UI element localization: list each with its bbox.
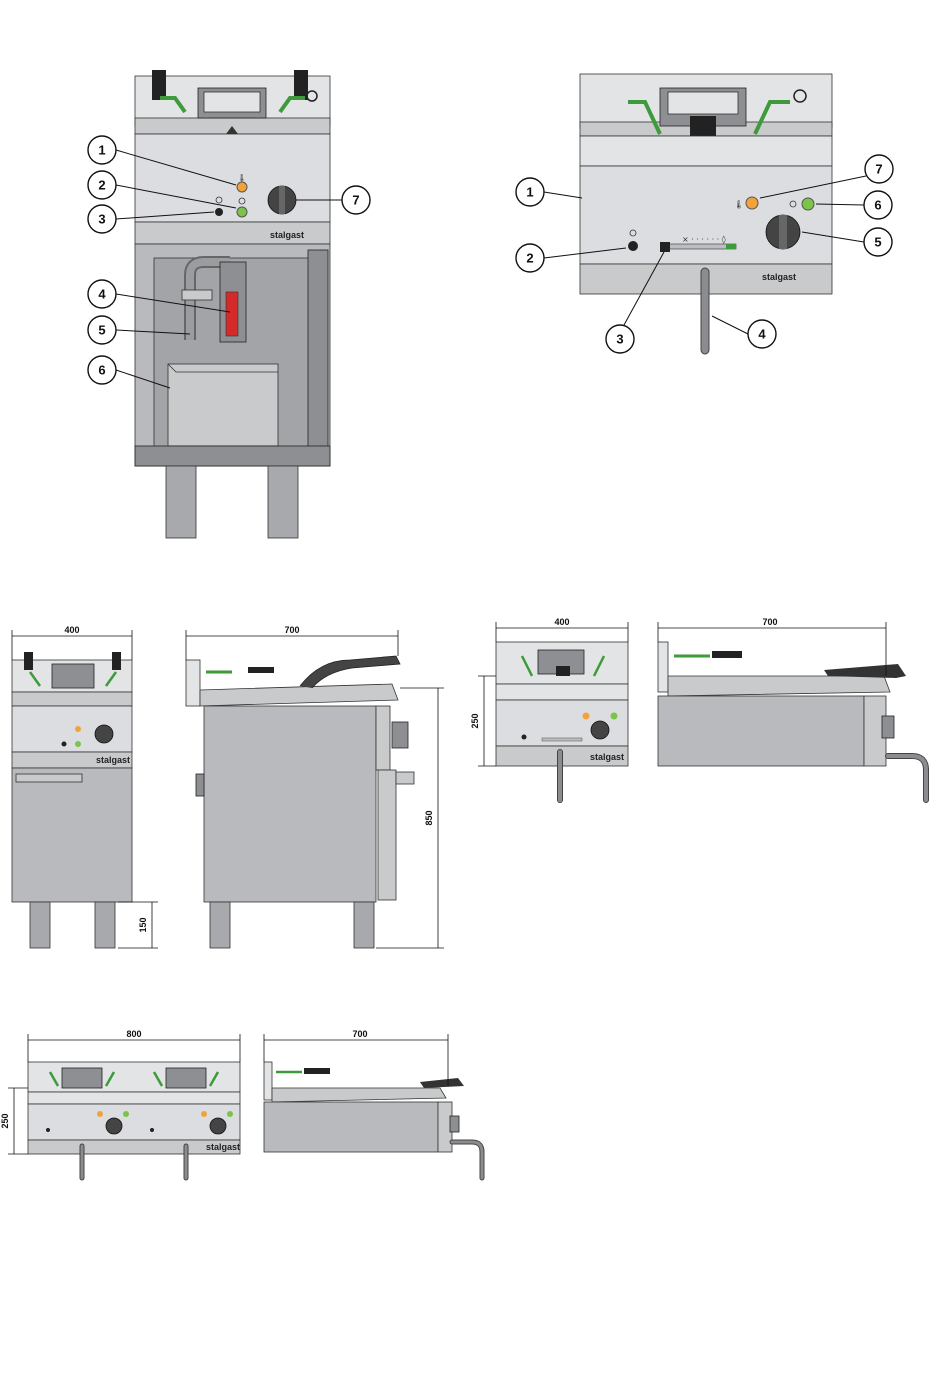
indicator-lamp-green (802, 198, 814, 210)
floor-model-dim-side: 700 850 (186, 625, 444, 948)
callout-label: 6 (98, 363, 105, 378)
dim-width: 400 (64, 625, 79, 635)
floor-model-dim-front: stalgast 400 150 (12, 625, 158, 948)
callout-label: 4 (758, 327, 766, 342)
svg-text:🌡: 🌡 (238, 174, 247, 182)
callout-label: 4 (98, 287, 106, 302)
callout-label: 2 (526, 251, 533, 266)
svg-text:🌡: 🌡 (734, 200, 744, 209)
indicator-lamp-orange (237, 182, 247, 192)
drain-valve-handle (226, 292, 238, 336)
dim-width: 800 (126, 1029, 141, 1039)
svg-text:⨯ · · · · · · ◊: ⨯ · · · · · · ◊ (682, 235, 726, 244)
dim-leg-height: 150 (138, 917, 148, 932)
reset-button (215, 208, 223, 216)
dim-depth: 700 (352, 1029, 367, 1039)
double-model-dim-side: 700 (264, 1029, 482, 1178)
dim-total-height: 850 (424, 810, 434, 825)
double-model-dim-front: stalgast 800 250 (0, 1029, 240, 1178)
countertop-model-front-view: 🌡 ⨯ · · · · · · ◊ stalgast (580, 74, 832, 350)
drain-tap-handle (660, 242, 670, 252)
dim-height: 250 (470, 713, 480, 728)
dim-width: 400 (554, 617, 569, 627)
callout-label: 1 (526, 185, 533, 200)
callout-label: 5 (98, 323, 105, 338)
callout-label: 7 (352, 193, 359, 208)
countertop-model-dim-front: stalgast 400 250 (470, 617, 628, 800)
brand-logo: stalgast (96, 755, 130, 765)
indicator-lamp-green (237, 207, 247, 217)
callout-label: 5 (874, 235, 881, 250)
brand-logo: stalgast (270, 230, 304, 240)
dim-height: 250 (0, 1113, 10, 1128)
reset-button (628, 241, 638, 251)
dim-depth: 700 (762, 617, 777, 627)
callout-label: 3 (98, 212, 105, 227)
callout-label: 7 (875, 162, 882, 177)
callout-label: 1 (98, 143, 105, 158)
indicator-lamp-orange (746, 197, 758, 209)
floor-model-open-front-view: 🌡 stalgast (135, 70, 330, 538)
brand-logo: stalgast (590, 752, 624, 762)
brand-logo: stalgast (206, 1142, 240, 1152)
callout-label: 6 (874, 198, 881, 213)
dim-depth: 700 (284, 625, 299, 635)
countertop-model-dim-side: 700 (658, 617, 926, 800)
callout-label: 2 (98, 178, 105, 193)
callout-label: 3 (616, 332, 623, 347)
brand-logo: stalgast (762, 272, 796, 282)
